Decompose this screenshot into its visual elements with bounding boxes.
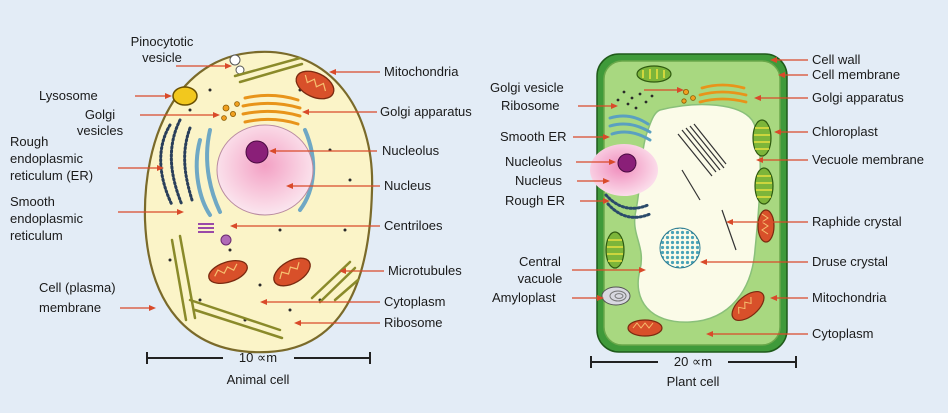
label-plant-nucleolus: Nucleolus [505, 154, 563, 169]
label-pinocytotic-vesicle-1: Pinocytotic [131, 34, 194, 49]
label-amyloplast: Amyloplast [492, 290, 556, 305]
pinocytotic-vesicle [230, 55, 240, 65]
label-golgi-vesicles-1: Golgi [85, 107, 115, 122]
chloroplast-3 [755, 168, 773, 204]
label-plant-cytoplasm: Cytoplasm [812, 326, 873, 341]
label-golgi-vesicles-2: vesicles [77, 123, 124, 138]
label-rough-er-1: Rough [10, 134, 48, 149]
animal-nucleus [217, 125, 313, 215]
animal-cell-caption: Animal cell [227, 372, 290, 387]
label-ribosome: Ribosome [384, 315, 443, 330]
label-smooth-er-1: Smooth [10, 194, 55, 209]
label-smooth-er-2: endoplasmic [10, 211, 83, 226]
label-cell-membrane-1: Cell (plasma) [39, 280, 116, 295]
label-plant-ribosome: Ribosome [501, 98, 560, 113]
plant-mitochondrion-3 [628, 320, 662, 336]
label-vacuole-membrane: Vecuole membrane [812, 152, 924, 167]
label-plant-smooth-er: Smooth ER [500, 129, 566, 144]
chloroplast-2 [753, 120, 771, 156]
label-rough-er-3: reticulum (ER) [10, 168, 93, 183]
plant-nucleolus [618, 154, 636, 172]
label-raphide-crystal: Raphide crystal [812, 214, 902, 229]
chloroplast-1 [637, 66, 671, 82]
label-cell-wall: Cell wall [812, 52, 861, 67]
amyloplast [602, 287, 630, 305]
label-central-vacuole-2: vacuole [518, 271, 563, 286]
label-druse-crystal: Druse crystal [812, 254, 888, 269]
label-lysosome: Lysosome [39, 88, 98, 103]
label-nucleus: Nucleus [384, 178, 431, 193]
label-smooth-er-3: reticulum [10, 228, 63, 243]
label-mitochondria: Mitochondria [384, 64, 459, 79]
lysosome [173, 87, 197, 105]
label-microtubules: Microtubules [388, 263, 462, 278]
animal-nucleolus [246, 141, 268, 163]
label-rough-er-2: endoplasmic [10, 151, 83, 166]
label-cell-membrane-2: membrane [39, 300, 101, 315]
label-plant-rough-er: Rough ER [505, 193, 565, 208]
label-plant-golgi-apparatus: Golgi apparatus [812, 90, 904, 105]
label-pinocytotic-vesicle-2: vesicle [142, 50, 182, 65]
label-plant-mitochondria: Mitochondria [812, 290, 887, 305]
plant-mitochondrion-1 [758, 210, 774, 242]
animal-cell: 10 ∝m Animal cell [145, 52, 372, 387]
label-plant-golgi-vesicle: Golgi vesicle [490, 80, 564, 95]
druse-crystal [660, 228, 700, 268]
label-chloroplast: Chloroplast [812, 124, 878, 139]
label-central-vacuole-1: Central [519, 254, 561, 269]
plant-cell-caption: Plant cell [667, 374, 720, 389]
label-plant-cell-membrane: Cell membrane [812, 67, 900, 82]
plant-scale-label: 20 ∝m [674, 354, 712, 369]
animal-scale-label: 10 ∝m [239, 350, 277, 365]
chloroplast-4 [606, 232, 624, 268]
label-plant-nucleus: Nucleus [515, 173, 562, 188]
central-vacuole [635, 105, 761, 323]
label-centrioles: Centriloes [384, 218, 443, 233]
label-golgi-apparatus: Golgi apparatus [380, 104, 472, 119]
label-nucleolus: Nucleolus [382, 143, 440, 158]
label-cytoplasm: Cytoplasm [384, 294, 445, 309]
